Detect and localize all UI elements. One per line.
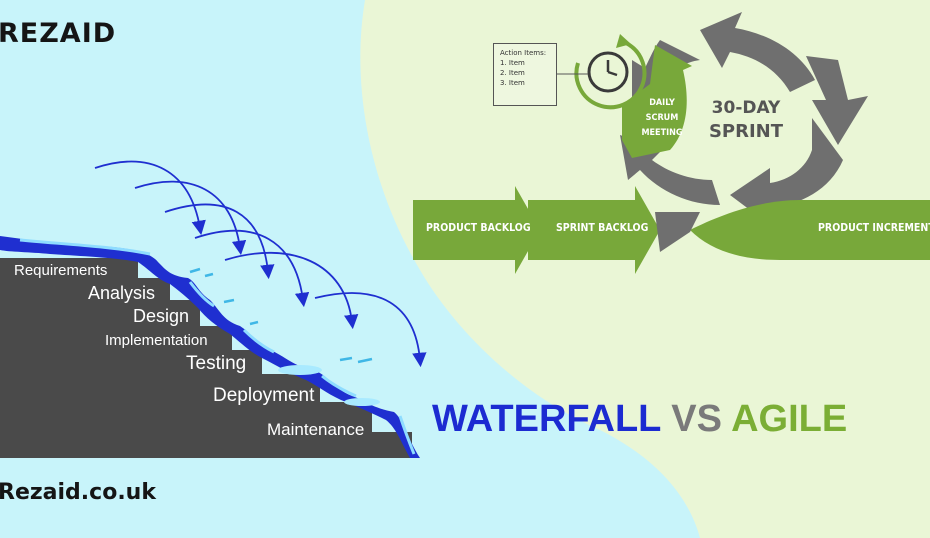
product-increment-label: PRODUCT INCREMENT	[818, 222, 930, 234]
daily-scrum-label: DAILY SCRUM MEETING	[636, 96, 688, 141]
action-items-box: Action Items: 1. Item 2. Item 3. Item	[493, 43, 557, 106]
sprint-label: 30-DAY SPRINT	[706, 96, 786, 144]
step-implementation: Implementation	[105, 332, 208, 349]
sprint-backlog-arrow	[528, 186, 660, 274]
step-deployment: Deployment	[213, 385, 315, 406]
daily-scrum-line: DAILY	[649, 98, 675, 108]
daily-scrum-line: MEETING	[641, 128, 683, 138]
step-testing: Testing	[186, 353, 247, 374]
action-item: 3. Item	[500, 79, 525, 87]
clock-icon	[574, 34, 647, 110]
main-title: WATERFALL VS AGILE	[432, 398, 847, 441]
title-vs: VS	[671, 398, 722, 440]
water-flow	[0, 236, 420, 458]
website-url[interactable]: Rezaid.co.uk	[0, 480, 156, 505]
step-maintenance: Maintenance	[267, 420, 365, 439]
action-item: 2. Item	[500, 69, 525, 77]
daily-scrum-line: SCRUM	[645, 113, 679, 123]
product-increment-arrow	[690, 200, 930, 260]
sprint-word: SPRINT	[708, 121, 784, 142]
product-backlog-label: PRODUCT BACKLOG	[426, 222, 531, 234]
product-backlog-arrow	[413, 186, 540, 274]
sprint-backlog-label: SPRINT BACKLOG	[556, 222, 649, 234]
title-agile: AGILE	[731, 398, 848, 440]
agile-background	[360, 0, 930, 538]
sprint-duration: 30-DAY	[711, 98, 781, 118]
action-item: 1. Item	[500, 59, 525, 67]
step-design: Design	[133, 306, 190, 326]
step-analysis: Analysis	[88, 283, 156, 303]
cycle-join	[655, 212, 700, 252]
waterfall-flow-arrows	[94, 160, 427, 368]
brand-logo: REZAID	[0, 18, 117, 49]
action-items-title: Action Items:	[500, 49, 547, 57]
title-waterfall: WATERFALL	[432, 398, 661, 440]
daily-scrum-arrow	[622, 45, 692, 158]
waterfall-stairs	[0, 258, 412, 458]
step-requirements: Requirements	[14, 262, 108, 279]
